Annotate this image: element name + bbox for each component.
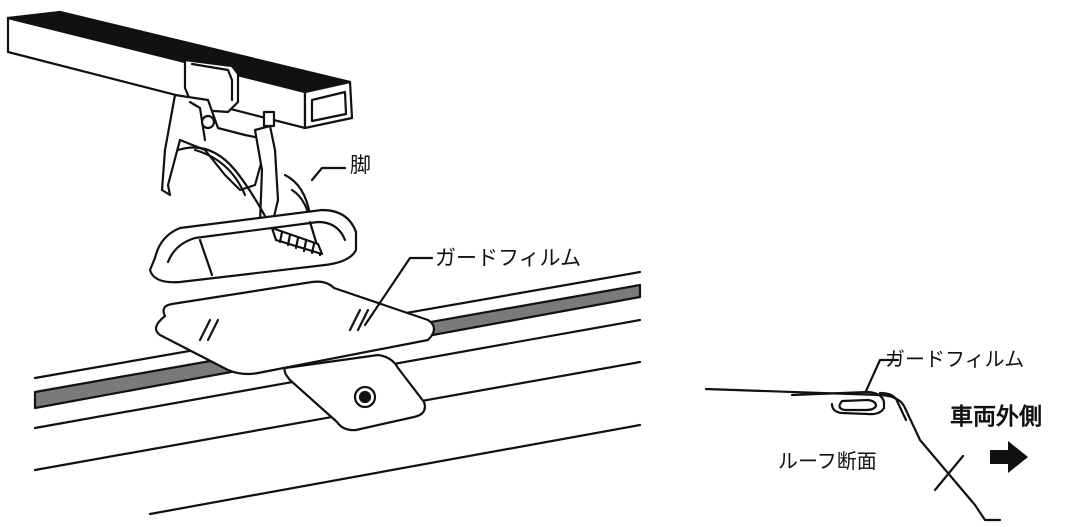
label-guard-film-main: ガードフィルム <box>435 246 582 270</box>
roof-line-lower <box>148 423 642 516</box>
foot-bracket <box>148 58 358 284</box>
label-foot: 脚 <box>350 153 371 177</box>
roof-section <box>704 358 1002 522</box>
arrow-right-icon <box>990 441 1028 473</box>
roof-profile <box>704 387 1002 522</box>
guard-film-sheet <box>154 280 436 376</box>
leader-film-main <box>363 256 434 327</box>
leader-foot <box>310 166 347 182</box>
label-roof-section: ルーフ断面 <box>778 449 877 473</box>
leader-film-section <box>864 358 900 393</box>
section-film <box>838 398 878 412</box>
mounting-plate <box>283 353 426 432</box>
label-vehicle-outside: 車両外側 <box>950 404 1042 430</box>
label-guard-film-section: ガードフィルム <box>885 347 1025 371</box>
